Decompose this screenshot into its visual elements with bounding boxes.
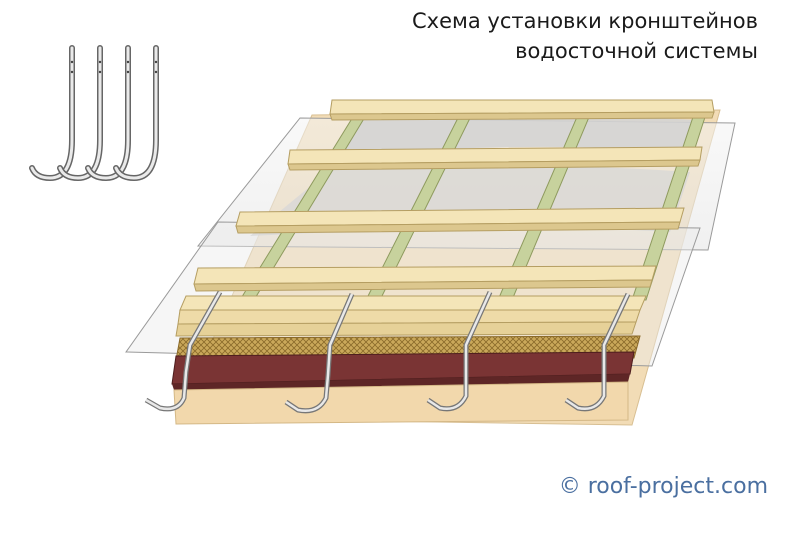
rafter-edge [173, 381, 629, 425]
gutter-bracket-icon [426, 290, 493, 412]
gutter-bracket-icon [29, 45, 75, 182]
fascia-board [171, 351, 635, 390]
gutter-bracket-icon [57, 45, 103, 182]
gutter-bracket-icon [284, 293, 355, 414]
roof-battens [175, 99, 715, 337]
gutter-bracket-icon [113, 45, 159, 182]
gutter-bracket-icon [144, 290, 223, 412]
title-line-2: водосточной системы [515, 39, 758, 63]
gutter-bracket-icon [564, 292, 631, 412]
batten [235, 207, 685, 234]
eave-board [175, 295, 647, 337]
copyright-credit: © roof-project.com [558, 474, 768, 499]
bracket-set [29, 45, 159, 182]
diagram-title: Схема установки кронштейнов водосточной … [412, 6, 758, 66]
title-line-1: Схема установки кронштейнов [412, 9, 758, 33]
gutter-bracket-icon [85, 45, 131, 182]
batten [287, 146, 703, 171]
mounted-brackets [144, 290, 631, 414]
batten [329, 99, 715, 121]
batten [193, 265, 657, 292]
